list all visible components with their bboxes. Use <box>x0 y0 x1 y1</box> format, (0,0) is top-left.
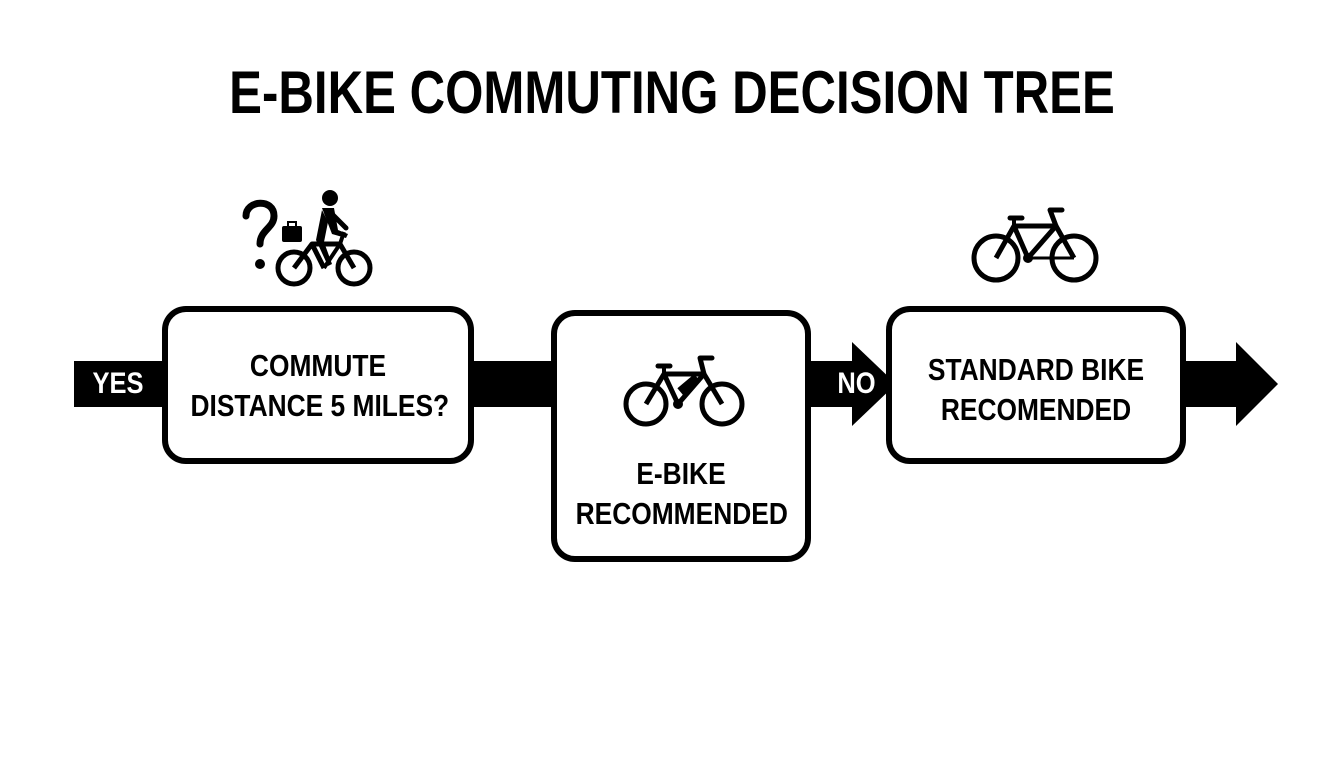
no-label: NO <box>837 367 876 400</box>
ebike-line2: RECOMMENDED <box>575 496 788 531</box>
standard-line1: STANDARD BIKE <box>927 352 1145 387</box>
e-bike-icon <box>623 355 745 427</box>
question-node: COMMUTE DISTANCE 5 MILES? <box>162 306 474 464</box>
no-arrow-head <box>852 342 896 426</box>
question-line1: COMMUTE <box>249 348 387 383</box>
exit-arrow-head <box>1236 342 1278 426</box>
ebike-line1: E-BIKE <box>636 456 726 491</box>
standard-line2: RECOMENDED <box>940 392 1132 427</box>
connector-question-ebike <box>460 361 560 407</box>
diagram-title: E-BIKE COMMUTING DECISION TREE <box>229 59 1115 126</box>
question-line2: DISTANCE 5 MILES? <box>190 388 450 423</box>
bicycle-icon <box>971 207 1099 283</box>
exit-arrow-band <box>1176 361 1240 407</box>
yes-label: YES <box>92 367 144 400</box>
ebike-node: E-BIKE RECOMMENDED <box>551 310 811 562</box>
yes-arrow-band <box>74 361 174 407</box>
standard-node: STANDARD BIKE RECOMENDED <box>886 306 1186 464</box>
question-cyclist-icon <box>242 190 373 287</box>
